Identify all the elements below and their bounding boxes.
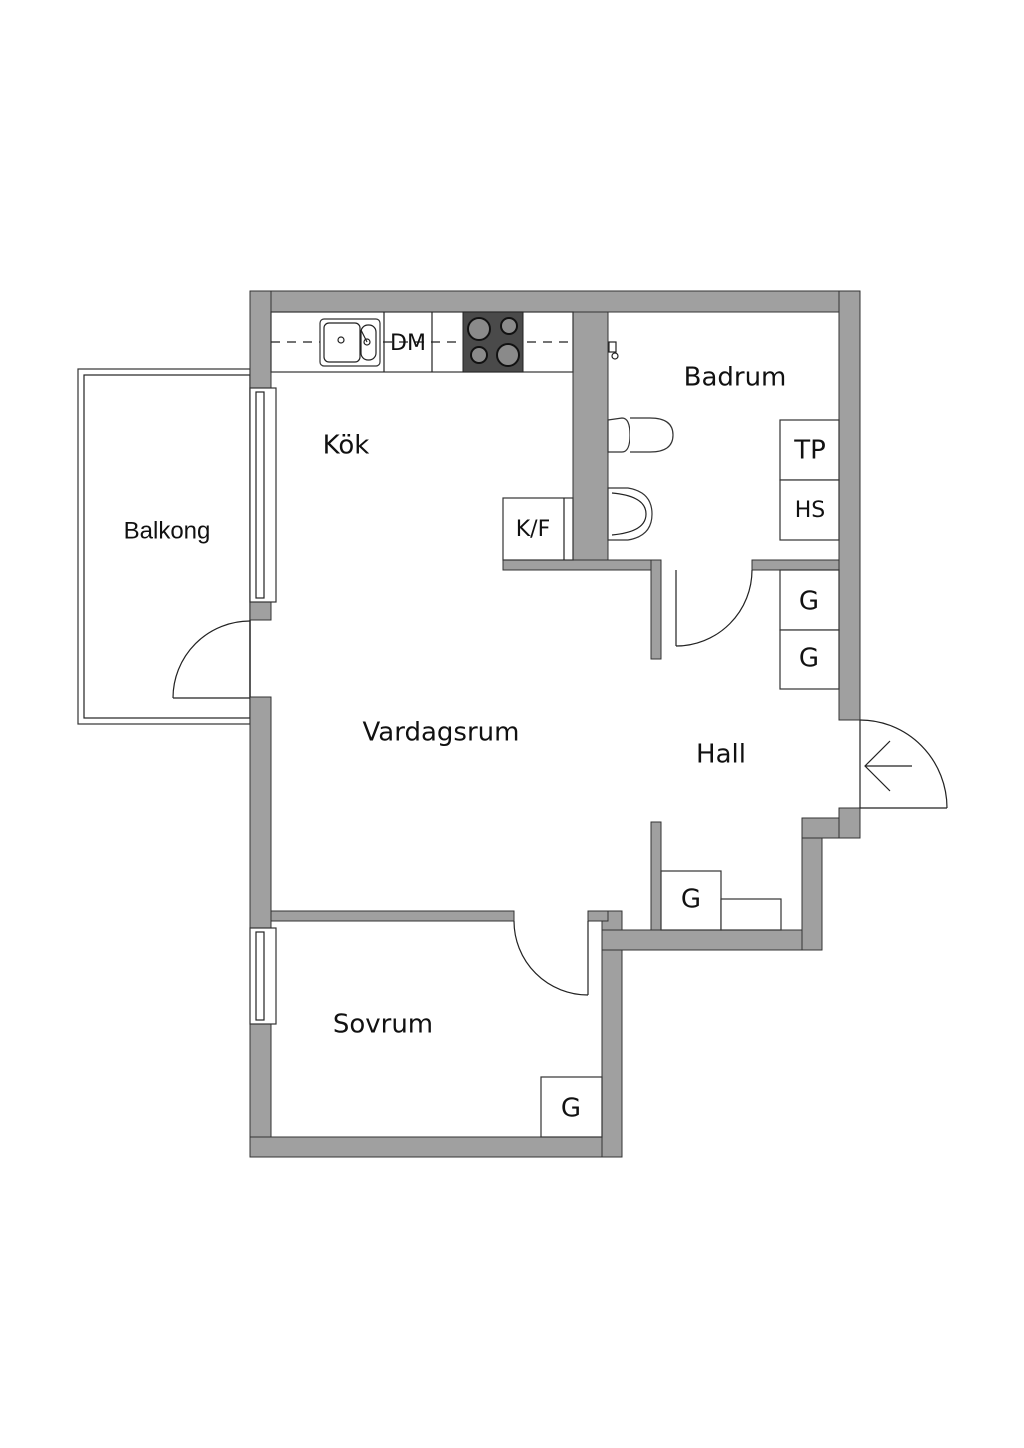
room-label-kitchen: Kök: [323, 431, 370, 461]
fridge-freezer-label: K/F: [516, 517, 551, 542]
room-label-hall: Hall: [696, 740, 746, 770]
wardrobe-label: G: [561, 1094, 581, 1124]
entrance-arrow-icon: [864, 740, 912, 792]
fridge-freezer: [502, 497, 574, 561]
balcony: [77, 368, 251, 725]
wardrobe-label: G: [799, 587, 819, 617]
window-kitchen: [249, 387, 277, 603]
walls: [249, 290, 861, 1158]
cabinet-label: HS: [795, 498, 826, 523]
balcony-door: [172, 620, 251, 699]
cabinet-box: [779, 479, 840, 541]
dishwasher-label: DM: [390, 331, 426, 356]
wardrobe-label: G: [799, 644, 819, 674]
wardrobe-box: [540, 1076, 603, 1138]
shower-icon: [608, 341, 619, 360]
wardrobe-box: [660, 870, 722, 931]
stove-icon: [462, 311, 524, 373]
dryer-box: [779, 419, 840, 481]
room-label-living-room: Vardagsrum: [363, 718, 520, 748]
bathroom-door: [675, 569, 753, 647]
washbasin-icon: [607, 487, 653, 541]
sink-icon: [319, 318, 381, 367]
wardrobe-box: [779, 569, 840, 631]
wardrobe-label: G: [681, 885, 701, 915]
dryer-label: TP: [793, 436, 826, 466]
room-label-bathroom: Badrum: [684, 363, 787, 393]
toilet-icon: [607, 417, 674, 453]
shelf-box: [720, 898, 782, 931]
room-label-balcony: Balkong: [124, 517, 211, 544]
wardrobe-box: [779, 629, 840, 690]
entrance-door: [859, 719, 948, 809]
bedroom-door: [513, 920, 589, 996]
window-bedroom: [249, 927, 277, 1025]
room-label-bedroom: Sovrum: [333, 1010, 433, 1040]
